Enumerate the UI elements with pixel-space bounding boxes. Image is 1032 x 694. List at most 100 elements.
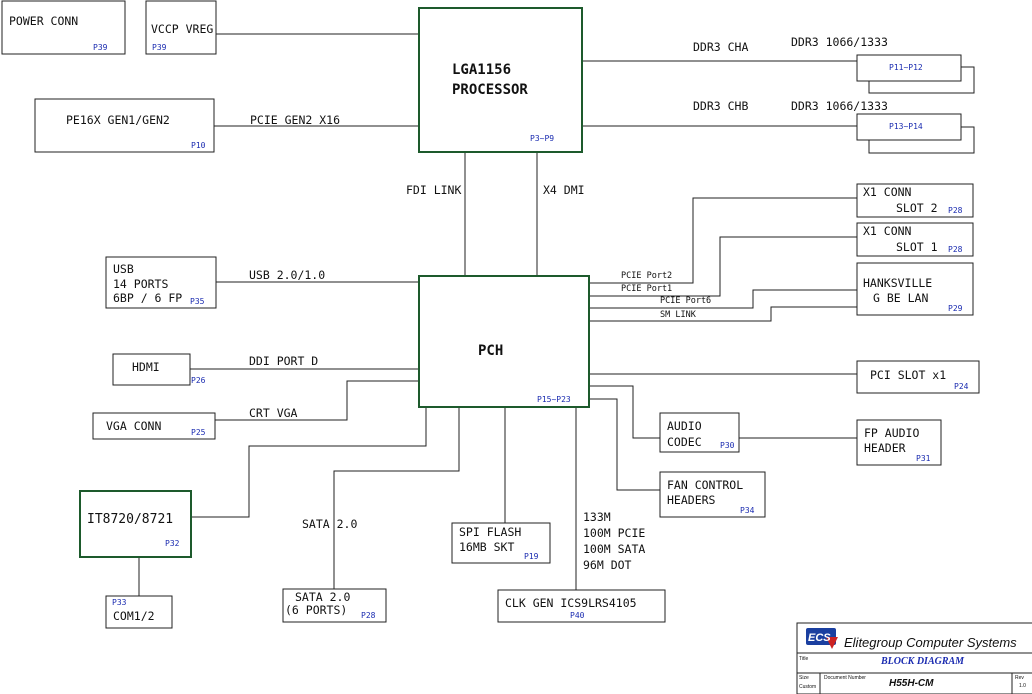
- rev-field-label: Rev: [1015, 675, 1024, 681]
- hanksville-name: HANKSVILLE: [863, 276, 932, 290]
- pch-label: PCH: [478, 343, 503, 359]
- x1-slot1-page: P28: [948, 245, 963, 254]
- audio-codec-l1: AUDIO: [667, 419, 702, 433]
- size-field-value: Custom: [799, 684, 816, 690]
- audio-codec-page: P30: [720, 441, 735, 450]
- pcie-port1-label: PCIE Port1: [621, 284, 672, 294]
- dimm-b-page: P13~P14: [889, 122, 923, 131]
- sata-ports-l2: (6 PORTS): [285, 603, 347, 617]
- ddr3-speed-b-label: DDR3 1066/1333: [791, 99, 888, 113]
- title-field-label: Title: [799, 656, 808, 662]
- docnum-field-label: Document Number: [824, 675, 866, 681]
- fan-control-block: FAN CONTROL HEADERS P34: [659, 471, 766, 518]
- hanksville-block: HANKSVILLE G BE LAN P29: [856, 262, 974, 316]
- x1-slot1-block: X1 CONN SLOT 1 P28: [856, 222, 974, 257]
- audio-codec-l2: CODEC: [667, 435, 702, 449]
- fan-control-l2: HEADERS: [667, 493, 716, 507]
- fan-control-page: P34: [740, 506, 755, 515]
- usb-title: USB: [113, 262, 134, 276]
- x1-slot2-conn: X1 CONN: [863, 185, 912, 199]
- cpu-block: LGA1156 PROCESSOR P3~P9: [418, 7, 583, 153]
- spi-flash-l1: SPI FLASH: [459, 525, 521, 539]
- sata-ports-l1: SATA 2.0: [295, 590, 350, 604]
- document-number: H55H-CM: [889, 678, 934, 689]
- clk-line-pcie: 100M PCIE: [583, 526, 645, 540]
- pe16x-block: PE16X GEN1/GEN2 P10: [34, 98, 215, 153]
- clk-line-sata: 100M SATA: [583, 542, 645, 556]
- vga-page: P25: [191, 428, 206, 437]
- dimm-a-page: P11~P12: [889, 63, 923, 72]
- ecs-logo: ECS: [806, 628, 838, 649]
- power-conn-label: POWER CONN: [9, 14, 78, 28]
- dimm-b-block: P13~P14: [856, 113, 975, 154]
- clk-gen-block: CLK GEN ICS9LRS4105 P40: [497, 589, 666, 623]
- fp-audio-page: P31: [916, 454, 931, 463]
- crt-vga-label: CRT VGA: [249, 406, 298, 420]
- clk-line-dot: 96M DOT: [583, 558, 632, 572]
- sata-ports-page: P28: [361, 611, 376, 620]
- cpu-page: P3~P9: [530, 134, 554, 143]
- vccp-vreg-block: VCCP VREG P39: [145, 0, 217, 55]
- pci-slot-label: PCI SLOT x1: [870, 368, 946, 382]
- bus-labels: DDR3 CHA DDR3 1066/1333 DDR3 CHB DDR3 10…: [249, 35, 888, 572]
- pch-page: P15~P23: [537, 395, 571, 404]
- audio-codec-block: AUDIO CODEC P30: [659, 412, 740, 453]
- pcie-port2-label: PCIE Port2: [621, 271, 672, 281]
- ddr3-cha-label: DDR3 CHA: [693, 40, 748, 54]
- vccp-vreg-label: VCCP VREG: [151, 22, 213, 36]
- usb-split: 6BP / 6 FP: [113, 291, 182, 305]
- x1-slot2-slot: SLOT 2: [896, 201, 938, 215]
- clk-gen-label: CLK GEN ICS9LRS4105: [505, 596, 637, 610]
- com-block: P33 COM1/2: [105, 595, 173, 629]
- usb-ports: 14 PORTS: [113, 277, 168, 291]
- size-field-label: Size: [799, 675, 809, 681]
- com-label: COM1/2: [113, 609, 155, 623]
- rev-field-value: 1.0: [1019, 683, 1026, 689]
- sata-ports-block: SATA 2.0 (6 PORTS) P28: [282, 588, 387, 623]
- superio-block: IT8720/8721 P32: [79, 490, 192, 558]
- x1-slot1-slot: SLOT 1: [896, 240, 938, 254]
- clk-line-133m: 133M: [583, 510, 611, 524]
- superio-page: P32: [165, 539, 180, 548]
- pcie-gen2-label: PCIE GEN2 X16: [250, 113, 340, 127]
- pci-slot-page: P24: [954, 382, 969, 391]
- spi-flash-block: SPI FLASH 16MB SKT P19: [451, 522, 551, 564]
- sata-bus-label: SATA 2.0: [302, 517, 357, 531]
- vga-label: VGA CONN: [106, 419, 161, 433]
- superio-label: IT8720/8721: [87, 512, 173, 527]
- fp-audio-l2: HEADER: [864, 441, 906, 455]
- fan-control-l1: FAN CONTROL: [667, 478, 743, 492]
- pe16x-label: PE16X GEN1/GEN2: [66, 113, 170, 127]
- vccp-vreg-page: P39: [152, 43, 167, 52]
- title-block: ECS Elitegroup Computer Systems Title BL…: [796, 622, 1032, 694]
- x1-slot1-conn: X1 CONN: [863, 224, 912, 238]
- fp-audio-l1: FP AUDIO: [864, 426, 919, 440]
- company-name: Elitegroup Computer Systems: [844, 635, 1017, 650]
- pcie-port6-label: PCIE Port6: [660, 296, 711, 306]
- sm-link-label: SM LINK: [660, 310, 697, 320]
- spi-flash-l2: 16MB SKT: [459, 540, 514, 554]
- x4-dmi-label: X4 DMI: [543, 183, 585, 197]
- pe16x-page: P10: [191, 141, 206, 150]
- usb-page: P35: [190, 297, 205, 306]
- cpu-type: PROCESSOR: [452, 82, 528, 98]
- cpu-name: LGA1156: [452, 62, 511, 78]
- x1-slot2-block: X1 CONN SLOT 2 P28: [856, 183, 974, 218]
- ddr3-speed-a-label: DDR3 1066/1333: [791, 35, 888, 49]
- spi-flash-page: P19: [524, 552, 539, 561]
- usb-bus-label: USB 2.0/1.0: [249, 268, 325, 282]
- dimm-a-block: P11~P12: [856, 54, 975, 94]
- usb-block: USB 14 PORTS 6BP / 6 FP P35: [105, 256, 217, 309]
- hanksville-desc: G BE LAN: [873, 291, 928, 305]
- connection-wires: [138, 33, 857, 596]
- x1-slot2-page: P28: [948, 206, 963, 215]
- fp-audio-block: FP AUDIO HEADER P31: [856, 419, 942, 466]
- ddr3-chb-label: DDR3 CHB: [693, 99, 748, 113]
- power-conn-block: POWER CONN P39: [1, 0, 126, 55]
- vga-block: VGA CONN P25: [92, 412, 216, 440]
- fdi-link-label: FDI LINK: [406, 183, 461, 197]
- power-conn-page: P39: [93, 43, 108, 52]
- hdmi-label: HDMI: [132, 360, 160, 374]
- com-page: P33: [112, 598, 127, 607]
